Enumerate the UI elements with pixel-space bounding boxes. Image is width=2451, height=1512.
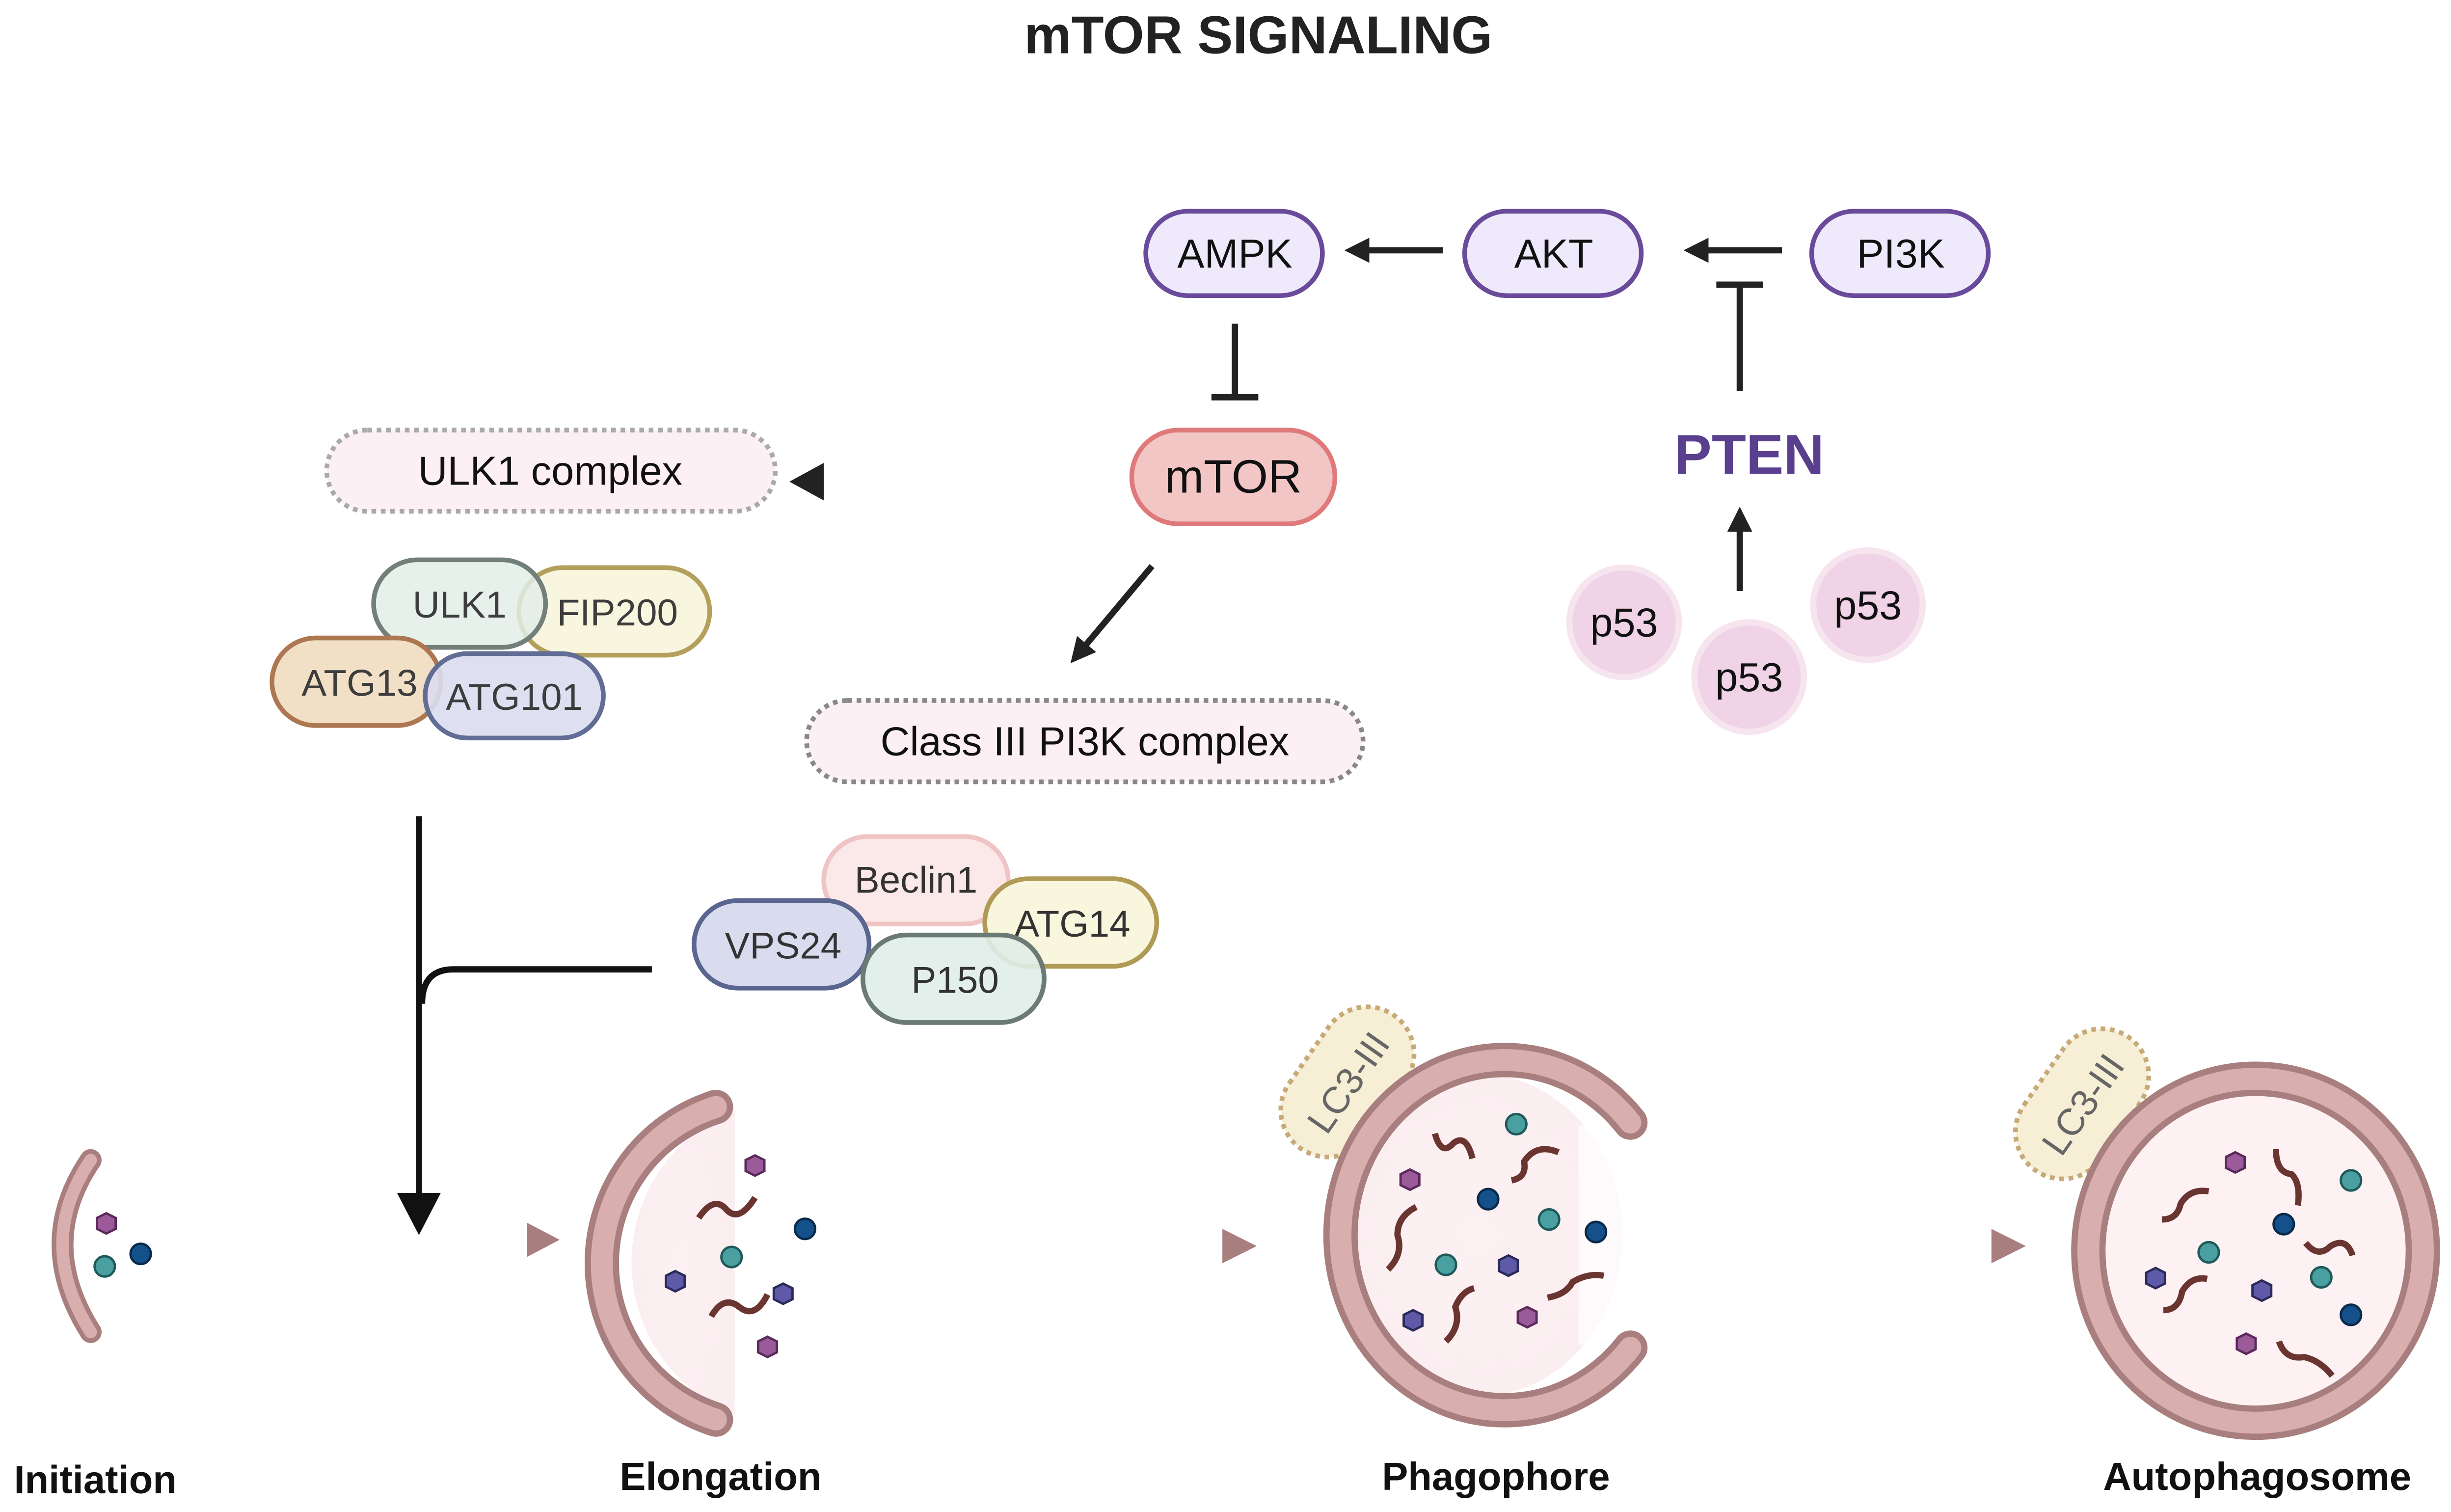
p53-label: p53 [1834, 582, 1902, 628]
pten-label: PTEN [1674, 423, 1824, 486]
class3-complex-label: Class III PI3K complex [804, 698, 1366, 784]
beclin1-protein: Beclin1 [821, 834, 1011, 927]
autophagosome-membrane [2071, 1061, 2440, 1440]
stage-label-elongation: Elongation [619, 1455, 821, 1498]
initiation-membrane [52, 1149, 152, 1343]
atg101-protein: ATG101 [423, 651, 606, 741]
p53-node: p53 [1566, 564, 1682, 680]
p53-node: p53 [1810, 547, 1926, 663]
p53-label: p53 [1590, 599, 1658, 645]
ulk1-to-initiation-arrow [416, 816, 652, 1196]
ulk1-protein: ULK1 [371, 557, 548, 650]
pi3k-node: PI3K [1809, 209, 1991, 298]
atg101-label: ATG101 [446, 676, 583, 718]
lc3-marker: LC3-III [2013, 1026, 2151, 1182]
stage-arrow [1680, 1229, 2026, 1264]
stage-label-phagophore: Phagophore [1382, 1455, 1610, 1498]
p53-label: p53 [1715, 654, 1783, 700]
ampk-label: AMPK [1177, 231, 1293, 276]
p150-label: P150 [911, 959, 998, 1001]
inhibit-ampk-mtor [1211, 324, 1259, 401]
elongation-membrane [584, 1089, 817, 1437]
mtor-node: mTOR [1129, 428, 1338, 526]
inhibit-pten-pi3k [1716, 281, 1763, 391]
arrowhead [397, 1193, 441, 1235]
akt-node: AKT [1462, 209, 1644, 298]
p150-protein: P150 [860, 932, 1047, 1025]
pi3k-label: PI3K [1857, 231, 1944, 276]
ampk-node: AMPK [1143, 209, 1325, 298]
vps24-label: VPS24 [725, 925, 841, 967]
lc3-marker: LC3-III [1278, 1004, 1417, 1160]
stage-label-initiation: Initiation [14, 1458, 177, 1501]
fip200-label: FIP200 [557, 592, 678, 634]
ulk1-complex-label: ULK1 complex [324, 428, 778, 514]
ulk1-complex-text: ULK1 complex [418, 448, 682, 494]
akt-label: AKT [1514, 231, 1593, 276]
ulk1-label: ULK1 [413, 584, 507, 626]
stage-label-autophagosome: Autophagosome [2103, 1455, 2411, 1498]
p53-node: p53 [1691, 619, 1807, 735]
vps24-protein: VPS24 [692, 898, 872, 991]
mtor-label: mTOR [1165, 451, 1302, 503]
arrow-mtor-class3 [1070, 564, 1155, 663]
atg13-label: ATG13 [301, 662, 417, 704]
stage-arrow [862, 1229, 1257, 1264]
stage-arrow [231, 1222, 560, 1257]
atg13-protein: ATG13 [269, 635, 443, 728]
class3-complex-text: Class III PI3K complex [881, 718, 1290, 764]
fip200-protein: FIP200 [516, 565, 712, 658]
atg14-label: ATG14 [1014, 903, 1130, 945]
diagram-title: mTOR SIGNALING [1024, 5, 1492, 65]
beclin1-label: Beclin1 [855, 860, 978, 901]
arrowhead [789, 462, 824, 501]
phagophore-membrane [1323, 1043, 1648, 1428]
